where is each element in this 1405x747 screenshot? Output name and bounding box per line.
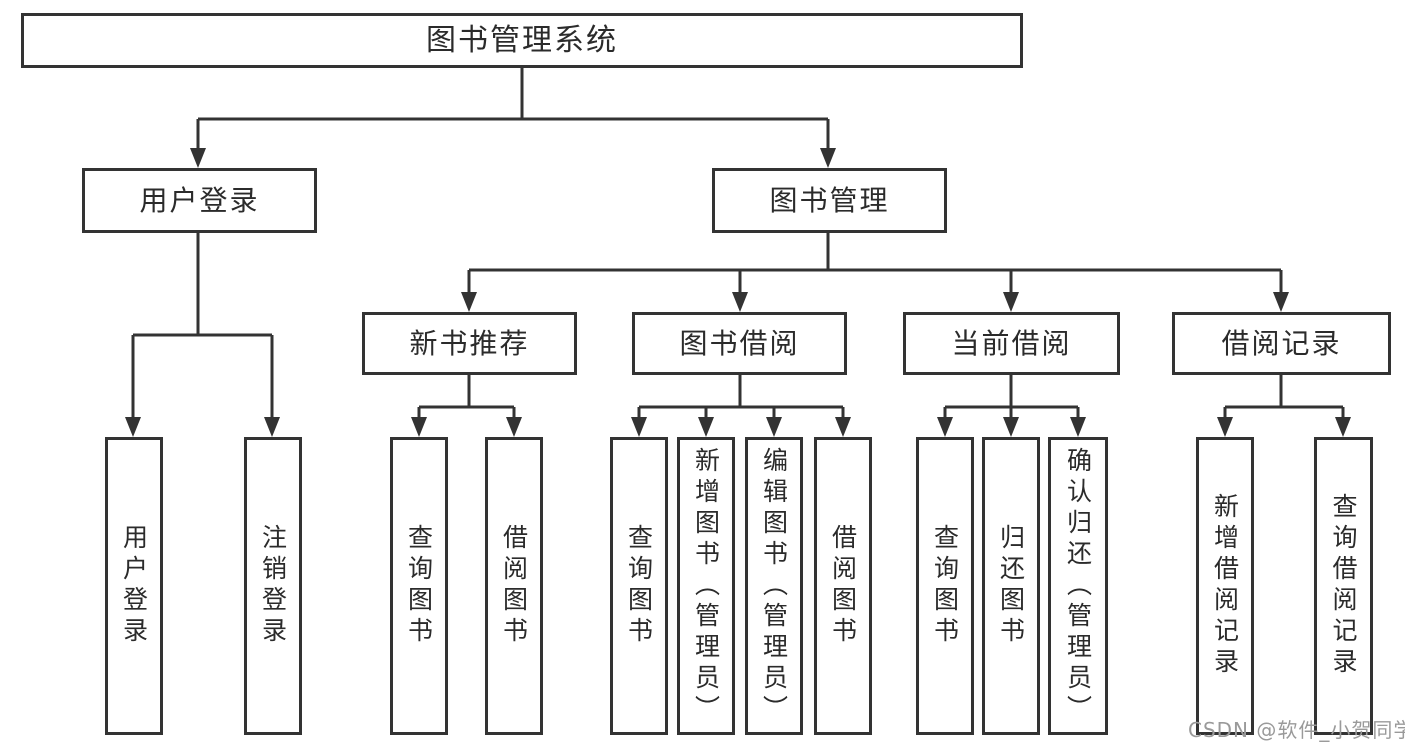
leaf-bb-query-books-label: 查询图书 <box>624 524 654 648</box>
leaf-nb-query-books: 查询图书 <box>390 437 448 735</box>
arrowheads-book-mgmt-children <box>461 292 1289 312</box>
leaf-br-query-record-label: 查询借阅记录 <box>1329 493 1358 679</box>
leaf-user-login-label: 用户登录 <box>119 524 149 648</box>
arrowheads-level1 <box>190 148 836 168</box>
leaf-bb-query-books: 查询图书 <box>610 437 668 735</box>
arrowheads-book-borrow-children <box>631 417 851 437</box>
leaf-br-add-record: 新增借阅记录 <box>1196 437 1254 735</box>
leaf-br-add-record-label: 新增借阅记录 <box>1210 493 1240 679</box>
leaf-bb-borrow-books: 借阅图书 <box>814 437 872 735</box>
arrowheads-borrow-records-children <box>1217 417 1351 437</box>
leaf-bb-edit-books-label: 编辑图书（管理员） <box>759 446 789 726</box>
node-new-books-label: 新书推荐 <box>409 326 530 360</box>
node-book-borrow: 图书借阅 <box>632 312 847 375</box>
connector-root <box>196 68 830 150</box>
connector-book-mgmt <box>467 233 1283 294</box>
node-new-books: 新书推荐 <box>362 312 577 375</box>
connector-new-books <box>417 375 516 419</box>
leaf-cb-return-books-label: 归还图书 <box>996 524 1026 648</box>
node-root-label: 图书管理系统 <box>426 22 618 58</box>
leaf-cb-query-books-label: 查询图书 <box>930 524 960 648</box>
connector-user-login <box>131 233 274 419</box>
arrowheads-user-login-children <box>125 417 280 437</box>
leaf-nb-borrow-books: 借阅图书 <box>485 437 543 735</box>
csdn-watermark: CSDN @软件_小贺同学 <box>1188 718 1405 742</box>
connector-current-borrow <box>943 375 1080 419</box>
leaf-logout-label: 注销登录 <box>258 524 288 648</box>
connector-borrow-records <box>1223 375 1345 419</box>
node-user-login: 用户登录 <box>82 168 317 233</box>
leaf-cb-return-books: 归还图书 <box>982 437 1040 735</box>
node-current-borrow-label: 当前借阅 <box>951 326 1072 360</box>
leaf-user-login: 用户登录 <box>105 437 163 735</box>
leaf-logout: 注销登录 <box>244 437 302 735</box>
leaf-bb-borrow-books-label: 借阅图书 <box>828 524 858 648</box>
node-root: 图书管理系统 <box>21 13 1023 68</box>
leaf-bb-add-books: 新增图书（管理员） <box>677 437 735 735</box>
leaf-nb-borrow-books-label: 借阅图书 <box>499 524 529 648</box>
leaf-cb-confirm-return-label: 确认归还（管理员） <box>1063 446 1093 726</box>
node-book-borrow-label: 图书借阅 <box>679 326 800 360</box>
node-book-mgmt: 图书管理 <box>712 168 947 233</box>
arrowheads-current-borrow-children <box>937 417 1086 437</box>
node-user-login-label: 用户登录 <box>139 183 260 217</box>
leaf-bb-edit-books: 编辑图书（管理员） <box>745 437 803 735</box>
leaf-br-query-record: 查询借阅记录 <box>1314 437 1373 735</box>
node-borrow-records-label: 借阅记录 <box>1221 326 1342 360</box>
leaf-bb-add-books-label: 新增图书（管理员） <box>691 446 721 726</box>
leaf-cb-confirm-return: 确认归还（管理员） <box>1048 437 1108 735</box>
node-current-borrow: 当前借阅 <box>903 312 1120 375</box>
connector-book-borrow <box>637 375 845 419</box>
leaf-nb-query-books-label: 查询图书 <box>404 524 434 648</box>
leaf-cb-query-books: 查询图书 <box>916 437 974 735</box>
node-borrow-records: 借阅记录 <box>1172 312 1391 375</box>
arrowheads-new-books-children <box>411 417 522 437</box>
node-book-mgmt-label: 图书管理 <box>769 183 890 217</box>
